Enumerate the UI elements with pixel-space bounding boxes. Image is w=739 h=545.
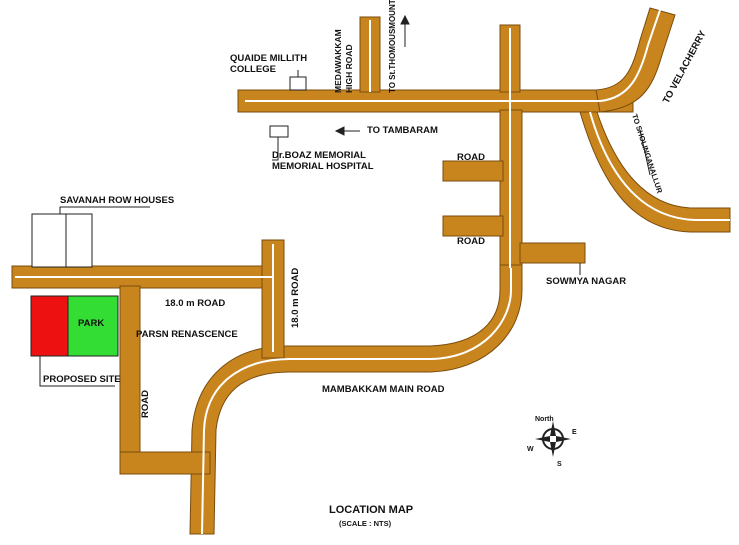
velacherry-road bbox=[595, 7, 676, 113]
hospital-label-line1: Dr.BOAZ MEMORIAL bbox=[272, 150, 366, 161]
map-scale: (SCALE : NTS) bbox=[339, 519, 392, 528]
sowmya-label: SOWMYA NAGAR bbox=[546, 276, 626, 287]
proposed-site-label: PROPOSED SITE bbox=[43, 374, 121, 385]
st-thomas-label: TO St.THOMOUSMOUNT bbox=[388, 0, 397, 93]
mambakkam-main-road bbox=[189, 264, 523, 535]
tambaram-label: TO TAMBARAM bbox=[367, 125, 438, 136]
compass-north: North bbox=[535, 416, 554, 423]
road-side-label: ROAD bbox=[140, 390, 151, 418]
compass-rose: North E S W bbox=[527, 416, 577, 468]
quaide-label-line1: QUAIDE MILLITH bbox=[230, 53, 307, 64]
savanah-label: SAVANAH ROW HOUSES bbox=[60, 195, 174, 206]
hospital-label-line2: MEMORIAL HOSPITAL bbox=[272, 161, 374, 172]
quaide-college-building bbox=[289, 76, 307, 91]
side-road-upper bbox=[442, 160, 504, 182]
medavakkam-label-line1: MEDAWAKKAM bbox=[333, 29, 343, 93]
velacherry-label: TO VELACHERRY bbox=[661, 28, 709, 105]
map-title: LOCATION MAP bbox=[329, 504, 413, 516]
road-18m-horizontal-label: 18.0 m ROAD bbox=[165, 298, 225, 309]
bottom-connector-road bbox=[119, 451, 211, 475]
park-label: PARK bbox=[78, 318, 104, 329]
road-18m-vertical-label: 18.0 m ROAD bbox=[290, 268, 301, 328]
parsn-label: PARSN RENASCENCE bbox=[136, 329, 238, 340]
side-road-lower bbox=[442, 215, 504, 237]
sowmya-road bbox=[519, 242, 586, 264]
hospital-building bbox=[269, 125, 289, 138]
mambakkam-label: MAMBAKKAM MAIN ROAD bbox=[322, 384, 445, 395]
park bbox=[67, 295, 119, 357]
road-label-upper: ROAD bbox=[457, 152, 485, 163]
compass-west: W bbox=[527, 446, 534, 453]
road-centerlines bbox=[15, 9, 730, 535]
direction-arrows bbox=[334, 14, 651, 176]
compass-south: S bbox=[557, 461, 562, 468]
leader-lines bbox=[39, 70, 581, 387]
compass-east: E bbox=[572, 429, 577, 436]
savanah-row-houses bbox=[31, 213, 93, 268]
road-label-lower: ROAD bbox=[457, 236, 485, 247]
quaide-label-line2: COLLEGE bbox=[230, 64, 276, 75]
left-vertical-road bbox=[119, 285, 141, 465]
compass-north-arrow bbox=[550, 421, 556, 436]
medavakkam-label-line2: HIGH ROAD bbox=[344, 44, 354, 93]
proposed-site bbox=[30, 295, 69, 357]
